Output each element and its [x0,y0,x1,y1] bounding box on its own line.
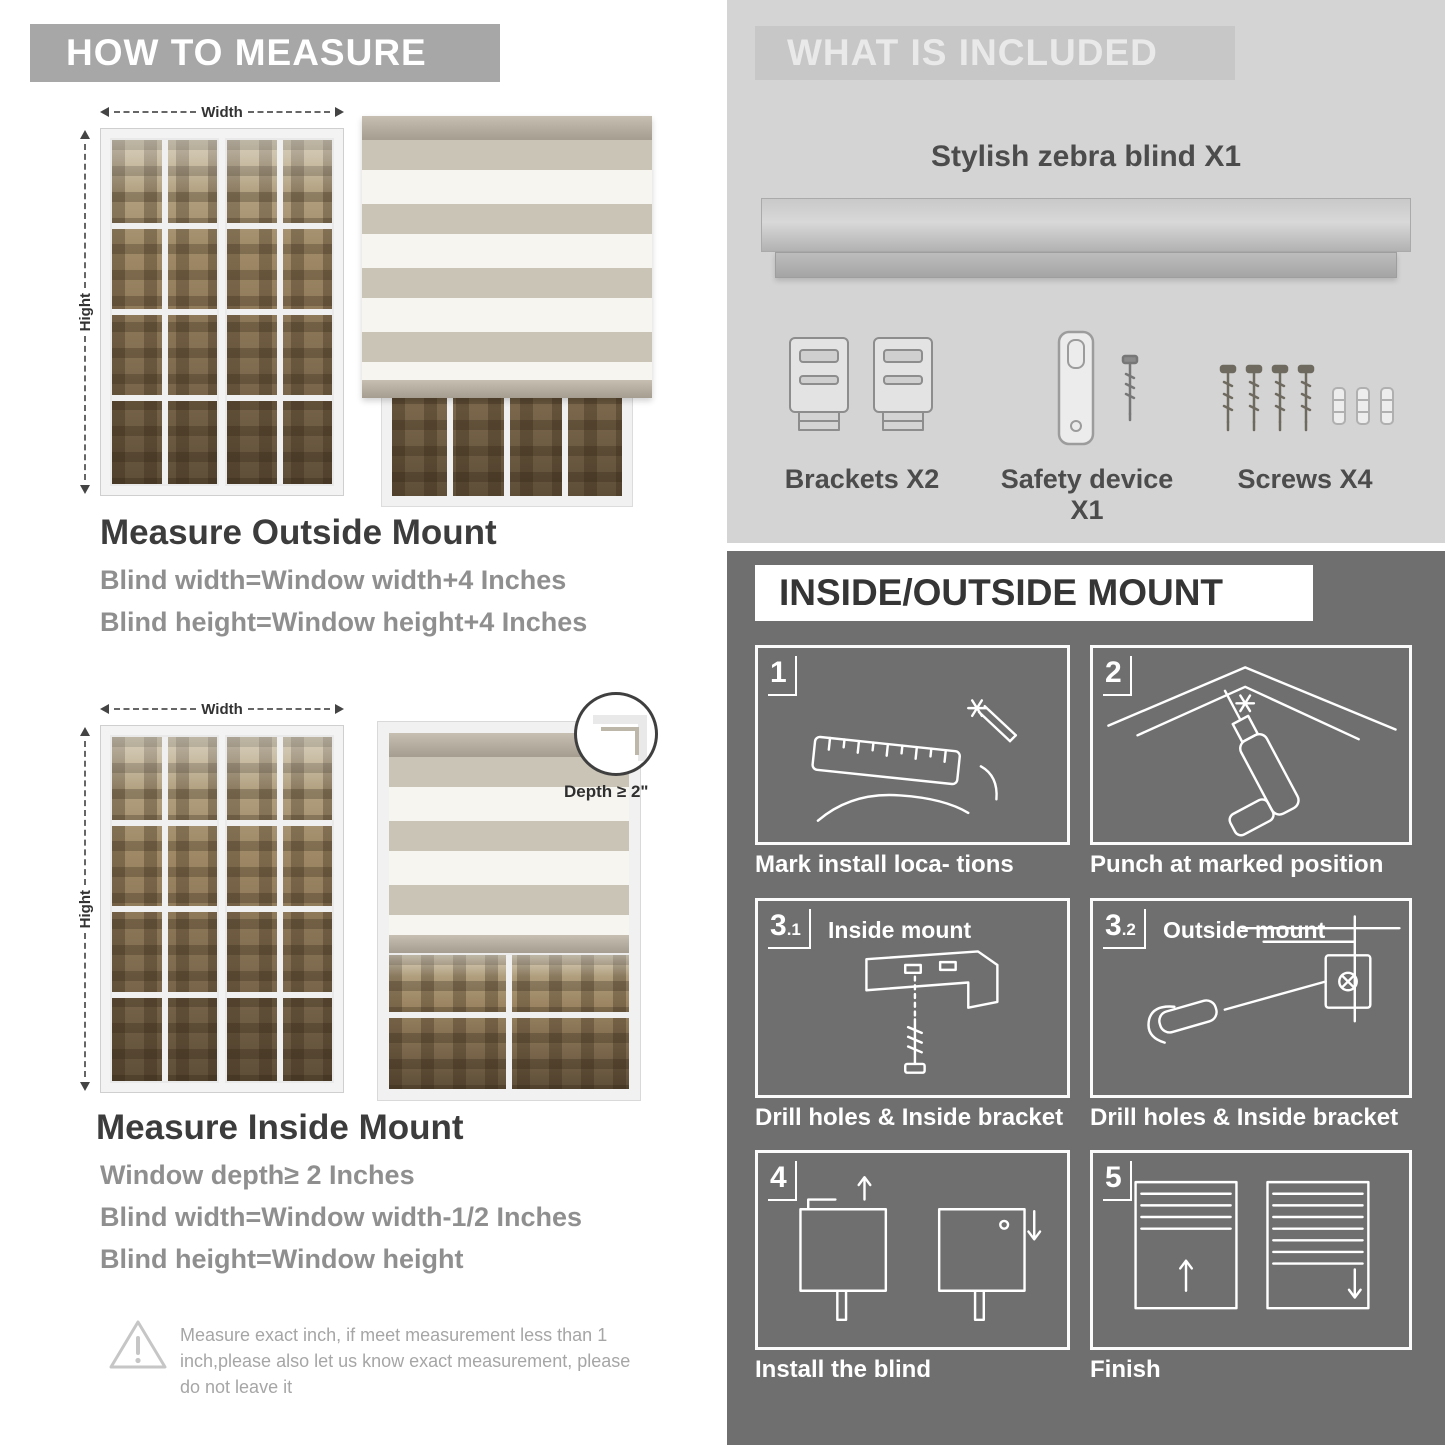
arrow-down-icon [80,485,90,495]
warning-icon [109,1320,167,1369]
blind-cassette-illustration [761,198,1411,252]
arrow-right-icon [335,107,345,117]
blind-bottomrail [362,380,652,398]
width-arrow: Width [100,699,345,719]
step-5-caption: Finish [1090,1356,1161,1383]
height-label: Hight [76,889,94,929]
outside-mount-title: Measure Outside Mount [100,513,497,552]
inside-mount-title: Measure Inside Mount [96,1108,464,1147]
blind-headrail [362,116,652,140]
what-is-included-section: WHAT IS INCLUDED Stylish zebra blind X1 [727,0,1445,543]
step-number: 3.1 [768,909,811,949]
height-arrow: Hight [76,727,94,1092]
step-2-caption: Punch at marked position [1090,851,1384,878]
zebra-blind-illustration [362,116,652,398]
mark-location-illustration [811,699,1018,822]
step-1-caption: Mark install loca- tions [755,851,1014,878]
brackets-label: Brackets X2 [784,464,940,494]
screws-icon [1219,364,1394,432]
step-4-caption: Install the blind [755,1356,932,1383]
how-to-measure-title: HOW TO MEASURE [66,32,427,73]
blind-inside-mount-figure: Depth ≥ 2" [377,692,658,1101]
what-is-included-banner: WHAT IS INCLUDED [755,26,1235,80]
step-number: 3.2 [1103,909,1146,949]
step-2-panel: 2 [1090,645,1412,845]
safety-device-label: Safety device X1 [1000,464,1174,525]
arrow-left-icon [100,704,109,714]
blind-bottomrail [389,935,629,953]
install-blind-illustration [799,1176,1042,1322]
step-3-1-title: Inside mount [828,917,972,943]
screws-label: Screws X4 [1237,464,1373,494]
step-1-panel: 1 [755,645,1070,845]
window-illustration [100,128,344,496]
outside-mount-formula-width: Blind width=Window width+4 Inches [100,565,567,595]
step-number: 4 [768,1161,797,1201]
outside-bracket-illustration [1147,915,1401,1044]
arrow-up-icon [80,130,90,139]
finish-illustration [1134,1180,1370,1310]
inside-mount-depth-line: Window depth≥ 2 Inches [100,1160,415,1190]
step-number: 2 [1103,656,1132,696]
width-arrow: Width [100,102,345,122]
height-label: Hight [76,292,94,332]
arrow-down-icon [80,1082,90,1092]
step-3-2-title: Outside mount [1163,917,1326,943]
inside-mount-formula-height: Blind height=Window height [100,1244,464,1274]
inside-bracket-illustration [865,950,999,1074]
outside-mount-formula-height: Blind height=Window height+4 Inches [100,607,588,637]
width-label: Width [201,103,243,121]
step-3-2-caption: Drill holes & Inside bracket [1090,1104,1399,1131]
blind-stripes [362,140,652,380]
mount-banner: INSIDE/OUTSIDE MOUNT [755,565,1313,621]
height-arrow: Hight [76,130,94,495]
how-to-measure-banner: HOW TO MEASURE [30,24,500,82]
window-measure-figure-outside: Width Hight [76,96,346,496]
step-4-panel: 4 [755,1150,1070,1350]
step-number: 5 [1103,1161,1132,1201]
depth-label: Depth ≥ 2" [564,782,649,801]
blind-outside-mount-figure [362,116,652,507]
step-3-1-panel: 3.1 Inside mount [755,898,1070,1098]
included-blind-label: Stylish zebra blind X1 [930,140,1242,173]
window-measure-figure-inside: Width Hight [76,693,346,1093]
step-3-1-caption: Drill holes & Inside bracket [755,1104,1064,1131]
step-number: 1 [768,656,797,696]
blind-stripes [389,757,629,935]
window-illustration [100,725,344,1093]
measure-warning-text: Measure exact inch, if meet measurement … [180,1325,631,1398]
window-panes [389,953,629,1089]
what-is-included-title: WHAT IS INCLUDED [787,32,1158,73]
drill-illustration [1107,666,1397,837]
inside-mount-formula-width: Blind width=Window width-1/2 Inches [100,1202,583,1232]
arrow-left-icon [100,107,109,117]
depth-callout-circle [574,692,658,776]
mount-title: INSIDE/OUTSIDE MOUNT [779,572,1224,613]
arrow-up-icon [80,727,90,736]
window-frame [377,721,641,1101]
step-5-panel: 5 [1090,1150,1412,1350]
step-3-2-panel: 3.2 Outside mount [1090,898,1412,1098]
safety-device-icon [1057,330,1139,446]
brackets-icon [789,337,933,431]
arrow-right-icon [335,704,345,714]
zebra-blind-illustration [389,733,629,953]
width-label: Width [201,700,243,718]
blind-bottom-bar-illustration [775,252,1397,278]
mount-instructions-section: INSIDE/OUTSIDE MOUNT [727,551,1445,1445]
